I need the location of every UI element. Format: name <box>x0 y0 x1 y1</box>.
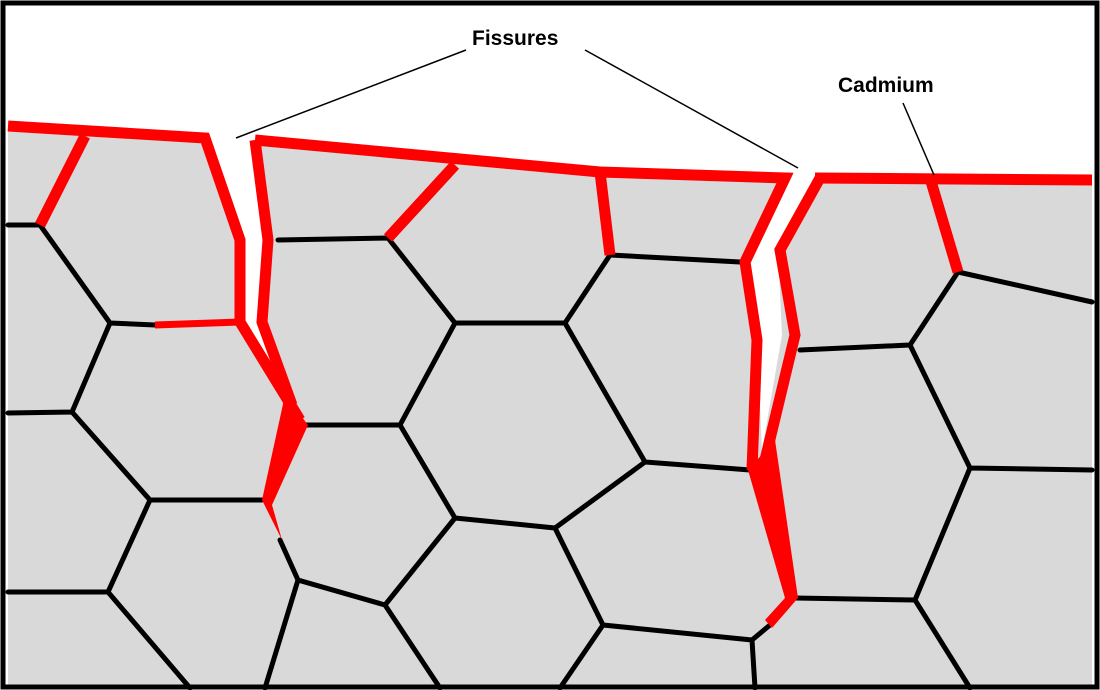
cadmium-wedge-right <box>748 440 798 628</box>
cadmium-label: Cadmium <box>838 74 934 97</box>
leader-lines <box>235 49 935 176</box>
grain-boundaries <box>5 222 1095 690</box>
metal-grains-region <box>8 126 1092 688</box>
cadmium-wedge-left <box>262 395 308 540</box>
cadmium-layer <box>7 120 1093 471</box>
fissures-label: Fissures <box>472 27 559 50</box>
